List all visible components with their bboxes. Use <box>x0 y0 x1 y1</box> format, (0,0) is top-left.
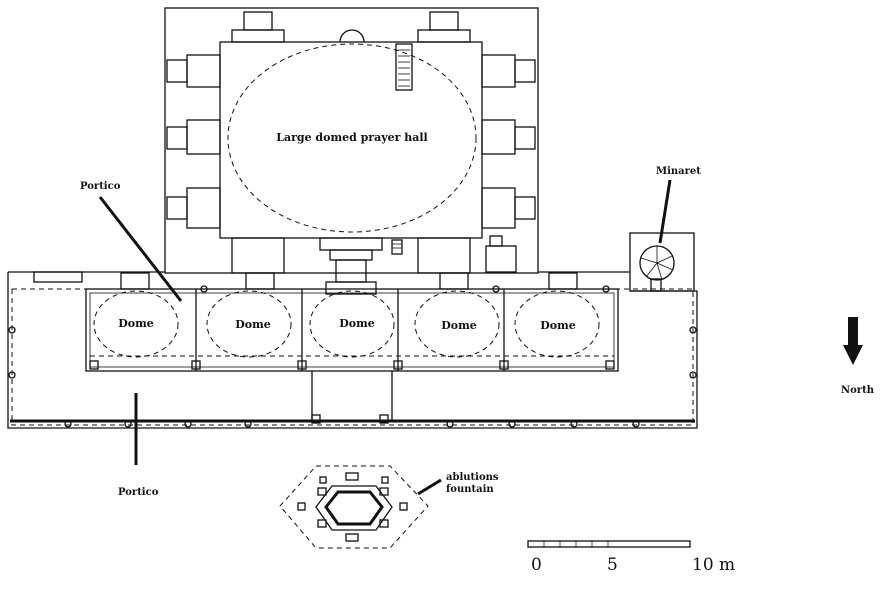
north-label: North <box>841 385 875 396</box>
dome-label-5: Dome <box>540 319 576 332</box>
scale-tick-0: 0 <box>531 555 542 575</box>
dome-2 <box>206 290 292 358</box>
prayer-hall <box>164 7 539 295</box>
minaret-label: Minaret <box>656 166 701 177</box>
portico-complex <box>7 271 698 429</box>
fountain-label-line2: fountain <box>446 484 494 495</box>
scale-tick-5: 5 <box>607 555 618 575</box>
fountain-label-line1: ablutions <box>446 472 499 483</box>
portico-upper-leader <box>98 196 183 302</box>
dome-3 <box>309 290 395 358</box>
minaret <box>629 232 695 292</box>
hall-annex <box>485 245 517 273</box>
portico-upper-label: Portico <box>80 181 121 192</box>
portico-lower-label: Portico <box>118 487 159 498</box>
scale-tick-10: 10 m <box>692 555 735 575</box>
north-arrow-icon <box>843 317 863 365</box>
portico-columns <box>8 285 697 428</box>
scale-bar: 0 5 10 m <box>527 540 735 575</box>
minaret-leader <box>658 179 672 244</box>
dome-label-2: Dome <box>235 318 271 331</box>
main-entrance <box>319 237 403 295</box>
ablutions-fountain <box>279 465 429 549</box>
fountain-leader <box>417 478 442 496</box>
dome-label-3: Dome <box>339 317 375 330</box>
dome-5 <box>514 290 600 358</box>
dome-4 <box>414 290 500 358</box>
dome-1 <box>93 290 179 358</box>
dome-label-1: Dome <box>118 317 154 330</box>
minbar-stair <box>395 43 413 91</box>
prayer-hall-label: Large domed prayer hall <box>276 131 427 144</box>
dome-label-4: Dome <box>441 319 477 332</box>
